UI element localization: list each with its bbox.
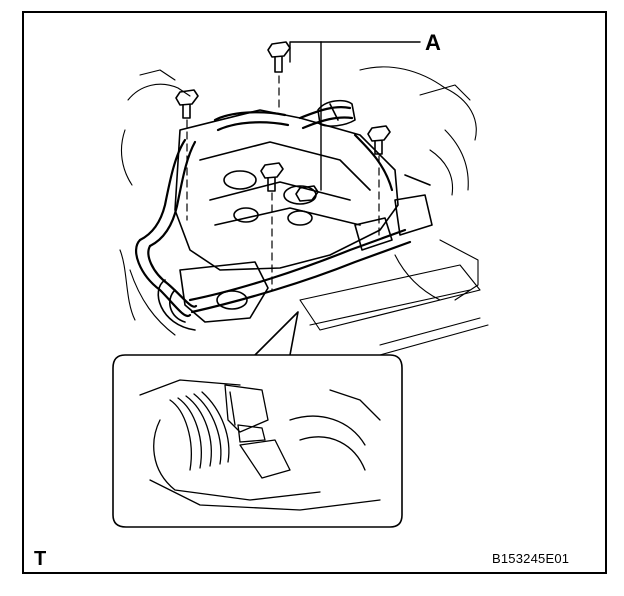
connector-icon <box>157 261 269 331</box>
engine-cover <box>174 109 399 271</box>
figure-id: B153245E01 <box>492 551 570 566</box>
top-connector-icon <box>317 99 356 127</box>
engine-background-lines <box>119 66 489 356</box>
harness-icon <box>135 106 412 318</box>
corner-letter: T <box>34 548 47 570</box>
inset-detail <box>112 311 403 528</box>
callout-label-a: A <box>425 30 441 55</box>
right-connector-icon <box>354 174 433 251</box>
bolt-icon <box>175 41 391 202</box>
leader-line-icon <box>289 41 421 191</box>
bolt-alignment-lines <box>186 75 380 291</box>
